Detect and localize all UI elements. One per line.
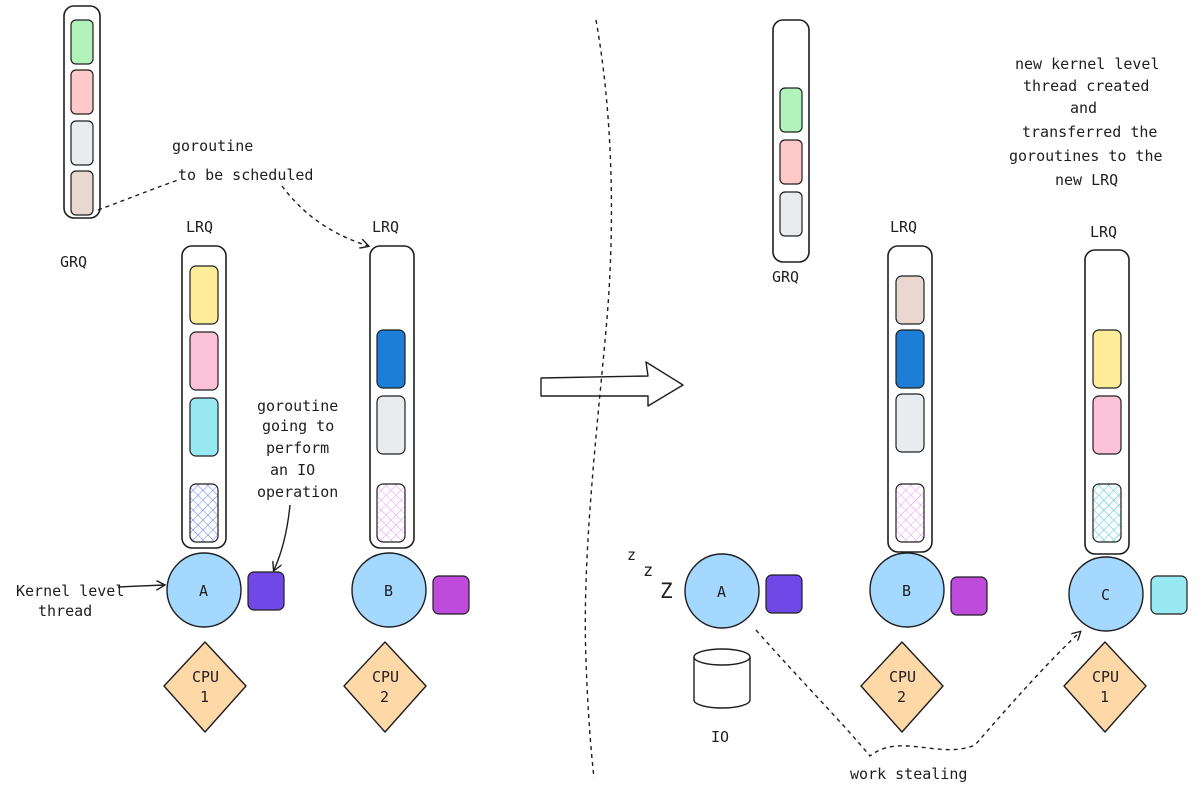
thread-c xyxy=(1068,556,1144,632)
cpu-2-right: CPU 2 xyxy=(860,641,944,733)
goroutine-running-b-right xyxy=(895,483,925,543)
goroutine-tan-right xyxy=(895,275,925,325)
cpu-2-right-line2: 2 xyxy=(897,688,906,706)
lrq-b-label-right: LRQ xyxy=(890,218,917,236)
note-scheduled-2: to be scheduled xyxy=(178,166,313,184)
note-new-4: transferred the xyxy=(1022,123,1157,141)
cpu-2-line1: CPU xyxy=(372,668,399,686)
note-io-5: operation xyxy=(257,483,338,501)
lrq-c-label: LRQ xyxy=(1090,223,1117,241)
work-stealing-label: work stealing xyxy=(850,765,967,783)
grq-label-right: GRQ xyxy=(772,268,799,286)
grq-label: GRQ xyxy=(60,253,87,271)
sleep-z-3: Z xyxy=(660,579,673,603)
sleep-z-2: z xyxy=(643,561,653,581)
goroutine-running-a xyxy=(189,483,219,543)
note-new-1: new kernel level xyxy=(1015,55,1160,73)
cpu-1-line2: 1 xyxy=(200,688,209,706)
goroutine-pink-right xyxy=(1092,395,1122,455)
divider xyxy=(584,19,613,779)
goroutine-gray-right xyxy=(779,191,803,237)
io-device-icon xyxy=(693,648,751,709)
transition-arrow xyxy=(540,361,684,407)
cpu-1-line1: CPU xyxy=(192,668,219,686)
cpu-1-right-line2: 1 xyxy=(1100,688,1109,706)
thread-a xyxy=(166,552,242,628)
goroutine-red-right xyxy=(779,139,803,185)
goroutine-violet-right xyxy=(765,574,803,614)
goroutine-pink xyxy=(189,331,219,391)
note-new-3: and xyxy=(1070,99,1097,117)
goroutine-red xyxy=(70,69,94,115)
goroutine-tan xyxy=(70,170,94,216)
note-scheduled-1: goroutine xyxy=(172,137,253,155)
goroutine-purple-b xyxy=(432,575,470,615)
note-kernel-2: thread xyxy=(38,602,92,620)
goroutine-purple-right xyxy=(950,576,988,616)
note-io-1: goroutine xyxy=(257,397,338,415)
goroutine-gray-b xyxy=(376,395,406,455)
cpu-1-right: CPU 1 xyxy=(1063,641,1147,733)
goroutine-green-right xyxy=(779,87,803,133)
note-io-3: perform xyxy=(266,439,329,457)
thread-b-right-label: B xyxy=(902,582,911,600)
note-new-5: goroutines to the xyxy=(1009,147,1163,165)
goroutine-blue-right xyxy=(895,329,925,389)
note-io-4: an IO xyxy=(270,461,315,479)
goroutine-gray xyxy=(70,120,94,166)
goroutine-cyan xyxy=(189,397,219,457)
goroutine-green xyxy=(70,19,94,65)
thread-b-right xyxy=(869,552,945,628)
cpu-2-line2: 2 xyxy=(380,688,389,706)
thread-b xyxy=(351,552,427,628)
note-io-2: going to xyxy=(262,417,334,435)
thread-a-right xyxy=(684,553,760,629)
goroutine-gray-b-right xyxy=(895,393,925,453)
note-new-2: thread created xyxy=(1023,77,1149,95)
note-new-6: new LRQ xyxy=(1055,171,1118,189)
arrow-grq-to-scheduled xyxy=(97,179,179,211)
lrq-b-label: LRQ xyxy=(372,218,399,236)
goroutine-violet-a xyxy=(247,571,285,611)
cpu-1: CPU 1 xyxy=(163,641,247,733)
arrow-io-note xyxy=(274,504,291,570)
thread-a-label: A xyxy=(199,582,208,600)
cpu-2-right-line1: CPU xyxy=(889,668,916,686)
lrq-a-label: LRQ xyxy=(186,218,213,236)
arrow-work-stealing xyxy=(755,629,1080,757)
arrow-scheduled-to-lrq-b xyxy=(281,185,368,246)
goroutine-running-c xyxy=(1092,483,1122,543)
cpu-2: CPU 2 xyxy=(343,641,427,733)
thread-b-label: B xyxy=(384,582,393,600)
arrow-kernel-thread xyxy=(117,585,164,587)
note-kernel-1: Kernel level xyxy=(16,582,124,600)
thread-a-right-label: A xyxy=(717,583,726,601)
goroutine-yellow xyxy=(189,265,219,325)
thread-c-label: C xyxy=(1101,586,1110,604)
goroutine-teal-c xyxy=(1150,575,1188,615)
goroutine-running-b xyxy=(376,483,406,543)
cpu-1-right-line1: CPU xyxy=(1092,668,1119,686)
goroutine-yellow-right xyxy=(1092,329,1122,389)
goroutine-blue xyxy=(376,329,406,389)
io-label: IO xyxy=(711,728,729,746)
sleep-z-1: z xyxy=(627,546,636,564)
